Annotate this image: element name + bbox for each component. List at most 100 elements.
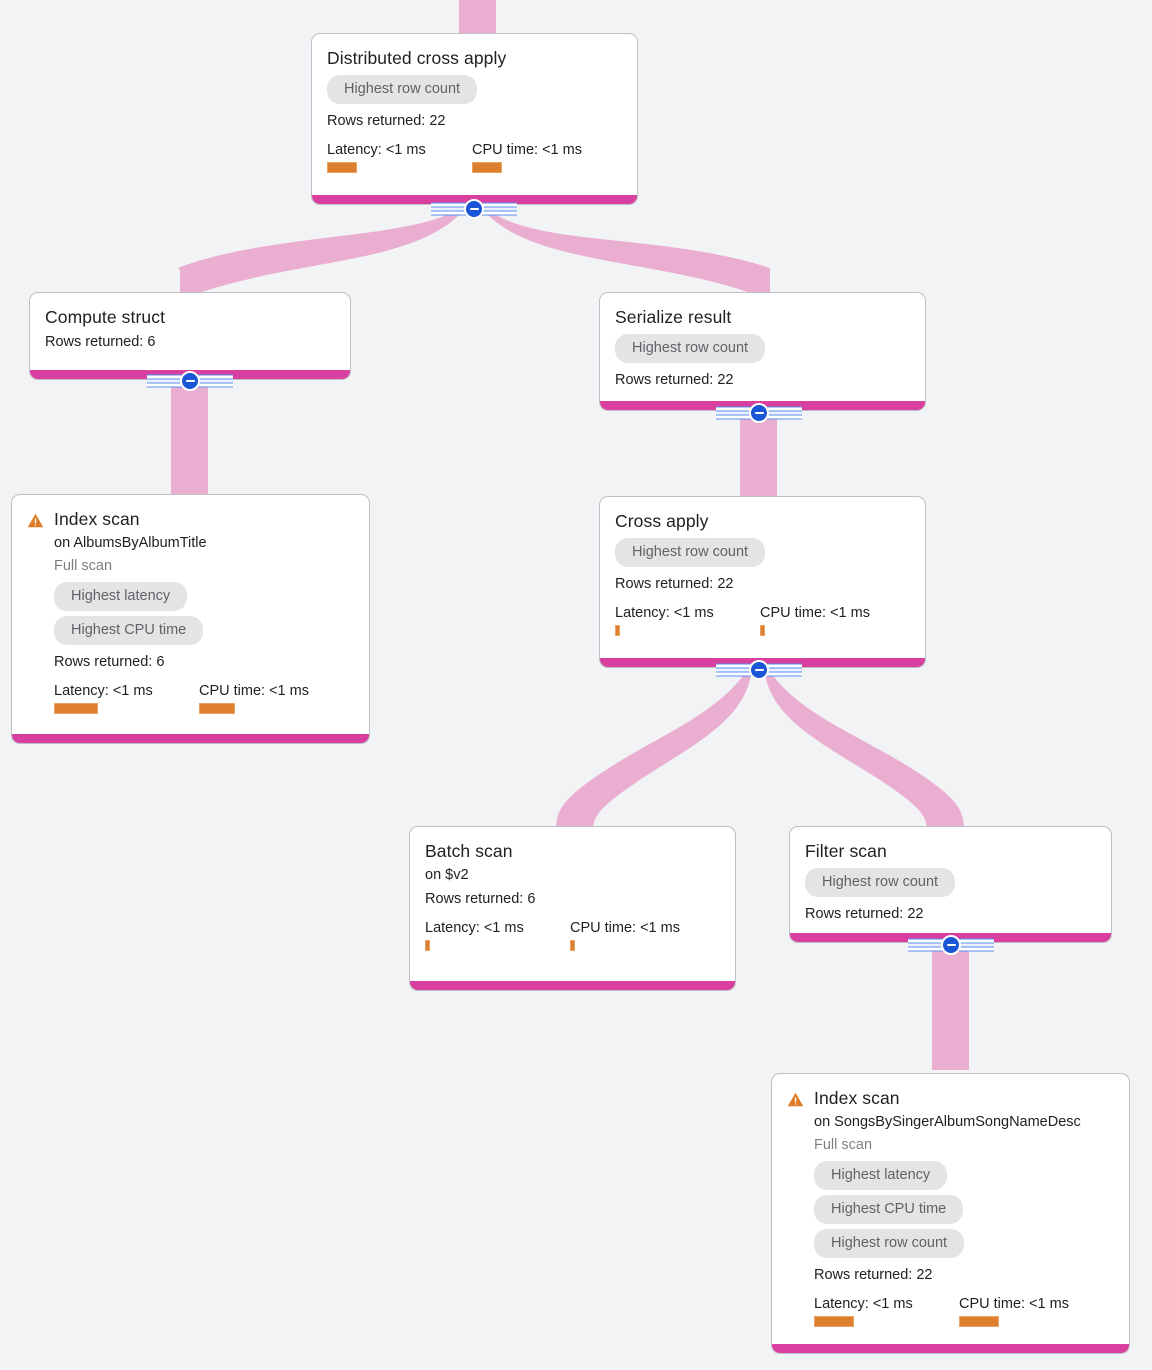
plan-node-distributed-cross-apply[interactable]: Distributed cross apply Highest row coun…: [311, 33, 638, 205]
collapse-toggle-cross-apply[interactable]: [716, 660, 802, 680]
node-content: Index scan on AlbumsByAlbumTitle Full sc…: [12, 495, 369, 726]
node-title: Index scan: [814, 1088, 900, 1108]
cpu-time-bar: [760, 625, 765, 636]
badge-highest-latency: Highest latency: [814, 1161, 948, 1190]
node-content: Filter scan Highest row count Rows retur…: [790, 827, 1111, 936]
latency-bar: [327, 162, 357, 173]
latency-label: Latency: <1 ms: [54, 683, 153, 699]
node-body: Highest row count Rows returned: 22 Late…: [615, 536, 910, 636]
node-header: Filter scan: [805, 840, 1096, 862]
cpu-time-bar: [472, 162, 502, 173]
latency-label: Latency: <1 ms: [425, 920, 524, 936]
rows-returned: Rows returned: 6: [425, 891, 536, 907]
latency-label: Latency: <1 ms: [327, 142, 426, 158]
edge-root-to-compute-struct-fill: [180, 206, 466, 300]
plan-node-filter-scan[interactable]: Filter scan Highest row count Rows retur…: [789, 826, 1112, 943]
cpu-time-bar: [199, 703, 235, 714]
plan-node-batch-scan[interactable]: Batch scan on $v2 Rows returned: 6 Laten…: [409, 826, 736, 991]
plan-node-serialize-result[interactable]: Serialize result Highest row count Rows …: [599, 292, 926, 411]
warning-icon: [27, 513, 44, 528]
cpu-time-label: CPU time: <1 ms: [959, 1296, 1069, 1312]
node-metrics: Latency: <1 ms CPU time: <1 ms: [54, 682, 354, 714]
node-content: Serialize result Highest row count Rows …: [600, 293, 925, 402]
cpu-time-bar: [570, 940, 575, 951]
node-title: Batch scan: [425, 841, 513, 861]
collapse-toggle-serialize-result[interactable]: [716, 403, 802, 423]
node-scan-type: Full scan: [54, 558, 113, 574]
node-header: Serialize result: [615, 306, 910, 328]
metric-cpu-time: CPU time: <1 ms: [959, 1295, 1069, 1327]
node-content: Distributed cross apply Highest row coun…: [312, 34, 637, 185]
node-header: Batch scan: [425, 840, 720, 862]
badge-highest-cpu-time: Highest CPU time: [54, 616, 204, 645]
plan-node-index-scan-songs[interactable]: Index scan on SongsBySingerAlbumSongName…: [771, 1073, 1130, 1354]
metric-cpu-time: CPU time: <1 ms: [472, 141, 582, 173]
edge-root-to-serialize-result: [480, 206, 770, 300]
collapse-toggle-filter-scan[interactable]: [908, 935, 994, 955]
rows-returned: Rows returned: 22: [814, 1267, 933, 1283]
badge-highest-cpu-time: Highest CPU time: [814, 1195, 964, 1224]
plan-node-index-scan-albums[interactable]: Index scan on AlbumsByAlbumTitle Full sc…: [11, 494, 370, 744]
node-content: Cross apply Highest row count Rows retur…: [600, 497, 925, 648]
edge-compute-to-index-scan: [171, 380, 208, 498]
node-title: Compute struct: [45, 307, 166, 327]
node-badges: Highest row count: [615, 536, 910, 570]
edge-root-inlet: [459, 0, 496, 34]
node-content: Index scan on SongsBySingerAlbumSongName…: [772, 1074, 1129, 1339]
node-title: Index scan: [54, 509, 140, 529]
minus-icon: [464, 199, 484, 219]
metric-latency: Latency: <1 ms: [425, 919, 570, 951]
node-metrics: Latency: <1 ms CPU time: <1 ms: [327, 141, 622, 173]
edge-filter-to-index-scan: [932, 940, 969, 1070]
badge-highest-row-count: Highest row count: [615, 334, 766, 363]
node-header: Index scan: [787, 1087, 1114, 1109]
collapse-toggle-distributed-cross-apply[interactable]: [431, 199, 517, 219]
minus-icon: [749, 660, 769, 680]
node-metrics: Latency: <1 ms CPU time: <1 ms: [814, 1295, 1114, 1327]
node-metrics: Latency: <1 ms CPU time: <1 ms: [615, 604, 910, 636]
badge-highest-row-count: Highest row count: [805, 868, 956, 897]
node-badges: Highest latency Highest CPU time: [54, 580, 354, 648]
cpu-time-label: CPU time: <1 ms: [199, 683, 309, 699]
badge-highest-row-count: Highest row count: [814, 1229, 965, 1258]
node-subtitle: on AlbumsByAlbumTitle: [54, 535, 207, 551]
metric-cpu-time: CPU time: <1 ms: [199, 682, 309, 714]
node-body: on $v2 Rows returned: 6 Latency: <1 ms C…: [425, 865, 720, 951]
plan-node-compute-struct[interactable]: Compute struct Rows returned: 6: [29, 292, 351, 380]
node-accent-bar: [12, 734, 369, 743]
rows-returned: Rows returned: 6: [54, 654, 165, 670]
badge-highest-latency: Highest latency: [54, 582, 188, 611]
node-header: Cross apply: [615, 510, 910, 532]
rows-returned: Rows returned: 22: [805, 906, 924, 922]
cpu-time-label: CPU time: <1 ms: [570, 920, 680, 936]
node-badges: Highest latency Highest CPU time Highest…: [814, 1159, 1114, 1261]
node-content: Compute struct Rows returned: 6: [30, 293, 350, 364]
latency-label: Latency: <1 ms: [814, 1296, 913, 1312]
node-scan-type: Full scan: [814, 1137, 873, 1153]
metric-cpu-time: CPU time: <1 ms: [760, 604, 870, 636]
node-subtitle: on $v2: [425, 867, 469, 883]
node-header: Compute struct: [45, 306, 335, 328]
edge-cross-apply-to-filter-scan: [764, 662, 964, 832]
node-badges: Highest row count: [805, 866, 1096, 900]
node-body: on AlbumsByAlbumTitle Full scan Highest …: [54, 533, 354, 714]
warning-icon: [787, 1092, 804, 1107]
node-title: Serialize result: [615, 307, 732, 327]
collapse-toggle-compute-struct[interactable]: [147, 371, 233, 391]
latency-bar: [615, 625, 620, 636]
latency-bar: [814, 1316, 854, 1327]
cpu-time-bar: [959, 1316, 999, 1327]
node-title: Distributed cross apply: [327, 48, 507, 68]
plan-node-cross-apply[interactable]: Cross apply Highest row count Rows retur…: [599, 496, 926, 668]
node-badges: Highest row count: [615, 332, 910, 366]
node-header: Index scan: [27, 508, 354, 530]
metric-latency: Latency: <1 ms: [814, 1295, 959, 1327]
minus-icon: [180, 371, 200, 391]
node-title: Cross apply: [615, 511, 709, 531]
node-body: on SongsBySingerAlbumSongNameDesc Full s…: [814, 1112, 1114, 1327]
metric-latency: Latency: <1 ms: [327, 141, 472, 173]
rows-returned: Rows returned: 22: [615, 576, 734, 592]
node-accent-bar: [772, 1344, 1129, 1353]
cpu-time-label: CPU time: <1 ms: [472, 142, 582, 158]
